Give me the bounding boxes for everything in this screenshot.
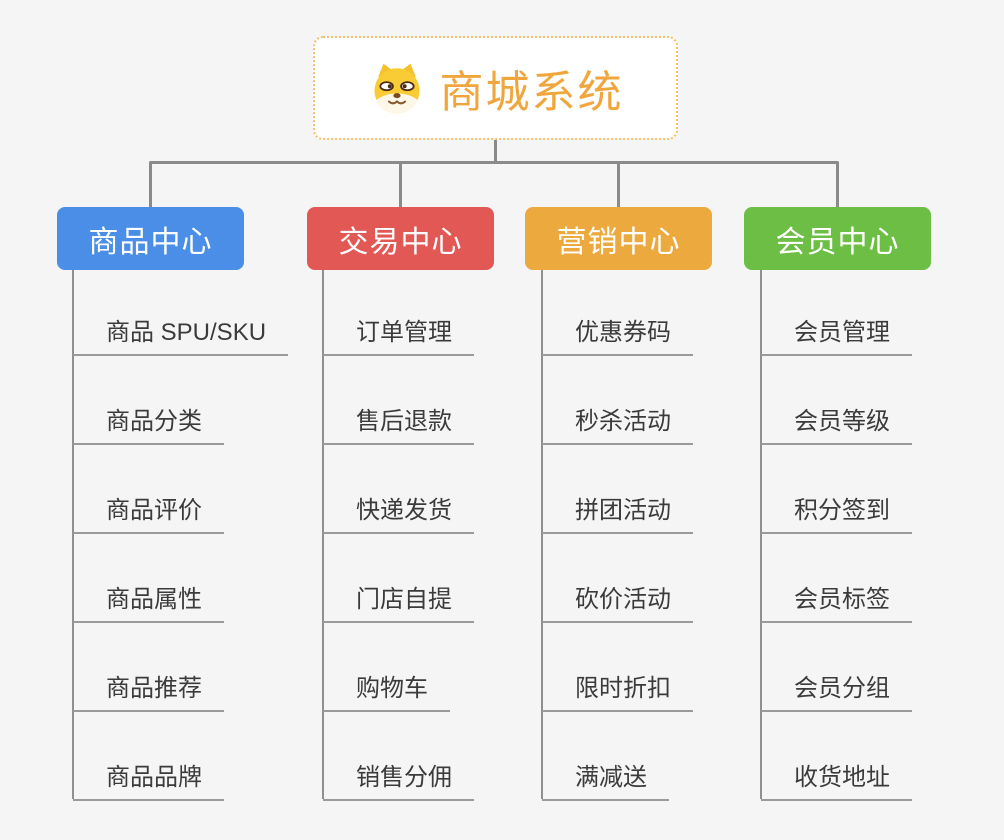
leaf-node[interactable]: 会员分组 xyxy=(761,668,912,712)
leaf-node[interactable]: 会员等级 xyxy=(761,401,912,445)
column-spine-trade xyxy=(322,270,324,799)
leaf-node[interactable]: 拼团活动 xyxy=(542,490,693,534)
connector-drop-trade xyxy=(399,163,402,208)
connector-root-drop xyxy=(494,140,497,163)
leaf-node[interactable]: 会员标签 xyxy=(761,579,912,623)
leaf-node[interactable]: 快递发货 xyxy=(323,490,474,534)
leaf-node[interactable]: 积分签到 xyxy=(761,490,912,534)
leaf-node[interactable]: 订单管理 xyxy=(323,312,474,356)
leaf-node[interactable]: 收货地址 xyxy=(761,757,912,801)
leaf-node[interactable]: 优惠券码 xyxy=(542,312,693,356)
branch-label: 交易中心 xyxy=(338,225,463,259)
leaf-node[interactable]: 商品 SPU/SKU xyxy=(73,312,289,356)
branch-label: 商品中心 xyxy=(88,225,213,259)
leaf-node[interactable]: 商品推荐 xyxy=(73,668,224,712)
root-node[interactable]: 商城系统 xyxy=(313,36,678,140)
branch-member-center[interactable]: 会员中心 xyxy=(744,207,931,270)
connector-drop-member xyxy=(836,163,839,208)
dog-face-icon xyxy=(374,63,419,114)
branch-product-center[interactable]: 商品中心 xyxy=(57,207,244,270)
column-spine-product xyxy=(72,270,74,799)
leaf-node[interactable]: 售后退款 xyxy=(323,401,474,445)
root-label: 商城系统 xyxy=(439,68,624,117)
connector-drop-product xyxy=(149,163,152,208)
branch-label: 会员中心 xyxy=(775,225,900,259)
leaf-node[interactable]: 商品品牌 xyxy=(73,757,224,801)
branch-marketing-center[interactable]: 营销中心 xyxy=(525,207,712,270)
leaf-node[interactable]: 购物车 xyxy=(323,668,450,712)
branch-label: 营销中心 xyxy=(556,225,681,259)
leaf-node[interactable]: 限时折扣 xyxy=(542,668,693,712)
leaf-node[interactable]: 门店自提 xyxy=(323,579,474,623)
leaf-node[interactable]: 砍价活动 xyxy=(542,579,693,623)
branch-trade-center[interactable]: 交易中心 xyxy=(307,207,494,270)
column-spine-member xyxy=(760,270,762,799)
leaf-node[interactable]: 秒杀活动 xyxy=(542,401,693,445)
leaf-node[interactable]: 商品属性 xyxy=(73,579,224,623)
connector-horizontal-bar xyxy=(149,161,839,164)
connector-drop-marketing xyxy=(617,163,620,208)
leaf-node[interactable]: 商品评价 xyxy=(73,490,224,534)
leaf-node[interactable]: 会员管理 xyxy=(761,312,912,356)
leaf-node[interactable]: 商品分类 xyxy=(73,401,224,445)
column-spine-marketing xyxy=(541,270,543,799)
leaf-node[interactable]: 销售分佣 xyxy=(323,757,474,801)
leaf-node[interactable]: 满减送 xyxy=(542,757,669,801)
